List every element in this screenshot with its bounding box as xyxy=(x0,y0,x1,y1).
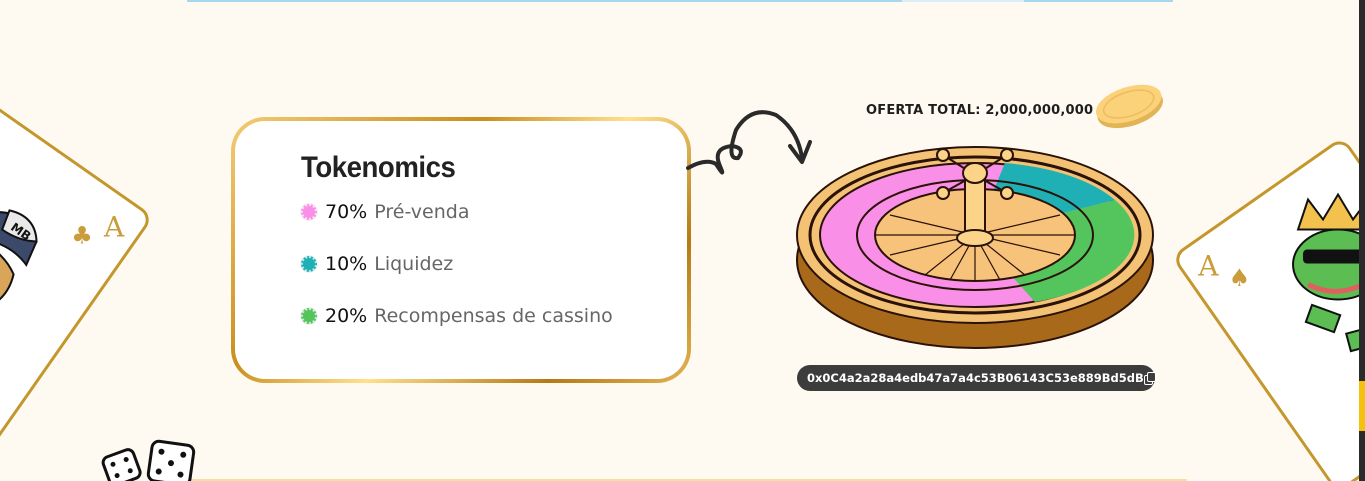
scrollbar-thumb[interactable] xyxy=(1359,381,1365,431)
copy-icon[interactable] xyxy=(1143,372,1159,385)
allocation-item-casino-rewards: 20% Recompensas de cassino xyxy=(301,303,687,329)
top-divider xyxy=(187,0,902,2)
top-divider xyxy=(902,0,1024,2)
chip-icon-green xyxy=(301,308,317,324)
total-supply-label: OFERTA TOTAL: 2,000,000,000 xyxy=(866,103,1094,118)
club-suit-icon: ♣ xyxy=(71,221,94,250)
page-scrollbar[interactable] xyxy=(1359,0,1365,481)
bottom-divider xyxy=(187,479,1187,481)
allocation-label: Liquidez xyxy=(374,253,454,275)
allocation-label: Pré-venda xyxy=(374,201,470,223)
card-rank: A xyxy=(1198,249,1219,283)
tokenomics-panel: Tokenomics 70% Pré-venda 10% Liquidez 20… xyxy=(231,117,691,383)
allocation-percent: 10% xyxy=(325,253,368,275)
card-rank: A xyxy=(103,210,125,244)
chip-icon-teal xyxy=(301,256,317,272)
allocation-percent: 70% xyxy=(325,201,368,223)
allocation-percent: 20% xyxy=(325,305,368,327)
curly-arrow-icon xyxy=(686,110,812,175)
ace-of-clubs-card: MB A ♣ xyxy=(0,95,155,455)
tokenomics-title: Tokenomics xyxy=(301,151,456,184)
contract-address-text: 0x0C4a2a28a4edb47a7a4c53B06143C53e889Bd5… xyxy=(807,371,1144,385)
top-divider xyxy=(1024,0,1173,2)
dice-icon xyxy=(101,439,196,481)
dog-character-icon: MB xyxy=(0,209,38,317)
contract-address-copy-button[interactable]: 0x0C4a2a28a4edb47a7a4c53B06143C53e889Bd5… xyxy=(797,365,1159,391)
allocation-item-liquidity: 10% Liquidez xyxy=(301,251,687,277)
chip-icon-pink xyxy=(301,204,317,220)
roulette-wheel-icon xyxy=(796,146,1154,349)
ace-of-spades-card: A ♠ xyxy=(1170,135,1365,481)
gold-coin-icon xyxy=(1095,84,1163,129)
allocation-label: Recompensas de cassino xyxy=(374,305,613,327)
allocation-item-presale: 70% Pré-venda xyxy=(301,199,687,225)
